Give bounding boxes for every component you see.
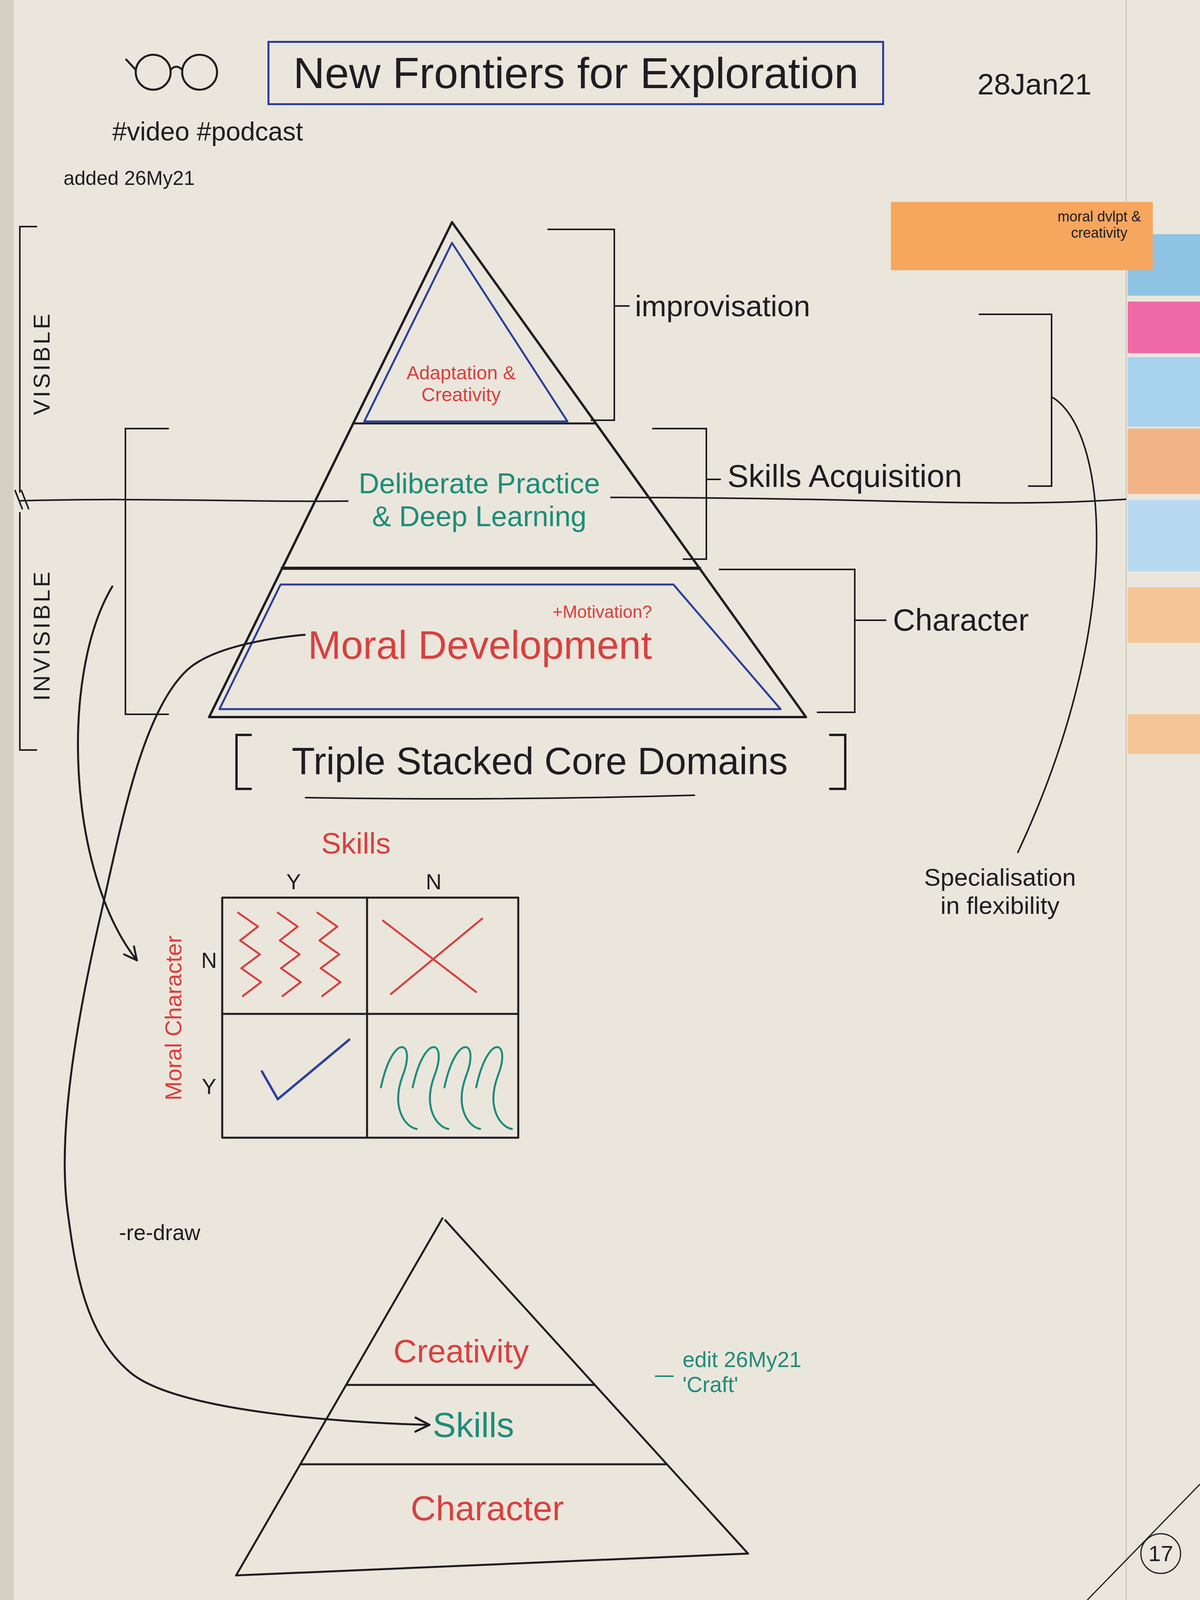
grid-border — [222, 897, 519, 1138]
pyramid-band: Skills — [429, 1403, 518, 1447]
caption-label: Triple Stacked Core Domains — [291, 739, 788, 783]
glasses-arm — [126, 59, 136, 70]
inner-trapezoid — [219, 584, 781, 710]
pointer-arrow — [77, 586, 137, 961]
page-number: 17 — [1148, 1540, 1174, 1567]
check-mark — [261, 1039, 350, 1100]
caption-bracket — [830, 734, 846, 789]
index-tab — [1127, 714, 1200, 754]
notebook-binding — [0, 0, 14, 1600]
edit-note: edit 26My21 'Craft' — [682, 1347, 826, 1398]
leader-dash — [655, 1375, 674, 1377]
axis-tick: Y — [201, 1074, 217, 1100]
node-text: Skills — [432, 1404, 514, 1445]
node-text: Creativity — [393, 1332, 529, 1370]
corner-fold — [1087, 1484, 1200, 1600]
bracket-label: improvisation — [634, 288, 811, 324]
band-divider — [346, 1384, 595, 1387]
node-text: Adaptation & Creativity — [401, 361, 521, 406]
pyramid-base — [236, 1553, 749, 1576]
matrix-grid — [222, 897, 519, 1138]
bracket-label: Character — [892, 602, 1029, 639]
axis-tick: N — [425, 869, 442, 895]
inner-triangle — [364, 242, 568, 422]
index-tab — [1127, 357, 1200, 427]
pyramid-band: Creativity — [390, 1330, 533, 1372]
band-divider — [353, 422, 597, 425]
callout-note: Specialisation in flexibility — [916, 863, 1084, 920]
node-text: +Motivation? — [307, 601, 652, 623]
right-brackets — [125, 229, 1097, 853]
glasses-lens — [135, 54, 171, 90]
wave-mark — [476, 1047, 512, 1129]
bracket — [125, 428, 169, 715]
caption-bracket — [236, 734, 251, 789]
redrawn-pyramid — [236, 1218, 749, 1576]
wave-mark — [380, 1047, 417, 1129]
page-number-circle — [1140, 1533, 1181, 1574]
date-note: 28Jan21 — [977, 67, 1092, 102]
wave-mark — [444, 1047, 481, 1129]
bracket — [548, 229, 629, 421]
pyramid-base-band: +Motivation?Moral Development — [304, 600, 656, 670]
node-text: moral dvlpt & creativity — [1053, 208, 1145, 242]
wave-mark — [412, 1047, 449, 1129]
node-text: Moral Development — [307, 622, 652, 668]
connector-label: -re-draw — [119, 1220, 201, 1246]
bracket — [652, 428, 721, 560]
axis-title: Moral Character — [160, 935, 187, 1101]
axis-tick: N — [201, 948, 218, 974]
edit-note: added 26My21 — [63, 167, 195, 191]
pyramid-apex-band: Adaptation & Creativity — [398, 360, 524, 408]
zigzag-mark — [277, 912, 301, 997]
band-divider — [300, 1463, 667, 1466]
axis-tick: Y — [286, 869, 302, 895]
sticky-note: moral dvlpt & creativity — [890, 201, 1153, 271]
glasses-icon — [126, 54, 218, 90]
bracket-label: Skills Acquisition — [727, 457, 962, 495]
zigzag-mark — [238, 912, 262, 997]
break-mark — [15, 490, 29, 509]
index-tab — [1127, 301, 1200, 354]
index-tab — [1127, 500, 1200, 572]
pyramid-middle-band: Deliberate Practice & Deep Learning — [345, 465, 614, 535]
tag-note: #video #podcast — [112, 116, 304, 147]
node-text: Character — [410, 1488, 564, 1529]
bracket — [979, 314, 1052, 487]
region-label: VISIBLE — [28, 311, 56, 415]
leader-curve — [1017, 396, 1097, 853]
title-box: New Frontiers for Exploration — [267, 40, 885, 106]
zigzag-mark — [317, 912, 341, 997]
pyramid-band: Character — [407, 1486, 568, 1530]
caption-underline — [305, 795, 695, 799]
index-tab — [1127, 428, 1200, 495]
region-label: INVISIBLE — [28, 569, 56, 701]
band-divider — [282, 566, 700, 570]
grid-divider — [366, 897, 369, 1138]
node-text: Deliberate Practice & Deep Learning — [348, 467, 611, 533]
bracket — [719, 569, 886, 713]
grid-divider — [222, 1013, 519, 1016]
glasses-lens — [182, 54, 218, 90]
axis-title: Skills — [321, 826, 391, 861]
cross-mark — [382, 918, 483, 995]
index-tab — [1127, 587, 1200, 643]
glasses-bridge — [170, 66, 183, 70]
